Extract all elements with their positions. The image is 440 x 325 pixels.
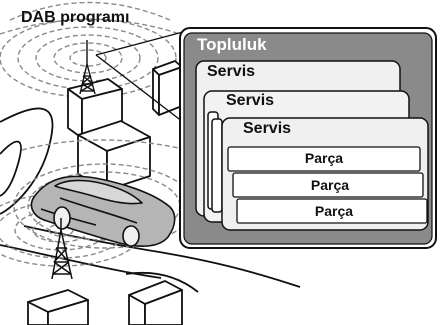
transmitter-tower-bottom	[51, 218, 73, 280]
buildings-back	[67, 60, 183, 191]
component-label: Parça	[314, 203, 354, 219]
road	[0, 107, 301, 293]
tower-callout-lines	[95, 31, 184, 123]
component-label: Parça	[304, 150, 344, 166]
component-stack	[227, 146, 428, 224]
component-label: Parça	[310, 177, 350, 193]
ensemble-label: Topluluk	[197, 35, 267, 54]
service-label: Servis	[226, 92, 275, 109]
transmitter-tower-top	[79, 40, 96, 95]
car	[30, 175, 176, 247]
dab-program-label: DAB programı	[21, 9, 130, 26]
service-label: Servis	[207, 63, 256, 80]
top-transmitter-waves	[0, 1, 181, 98]
buildings-front	[27, 280, 183, 325]
service-label: Servis	[243, 120, 292, 137]
